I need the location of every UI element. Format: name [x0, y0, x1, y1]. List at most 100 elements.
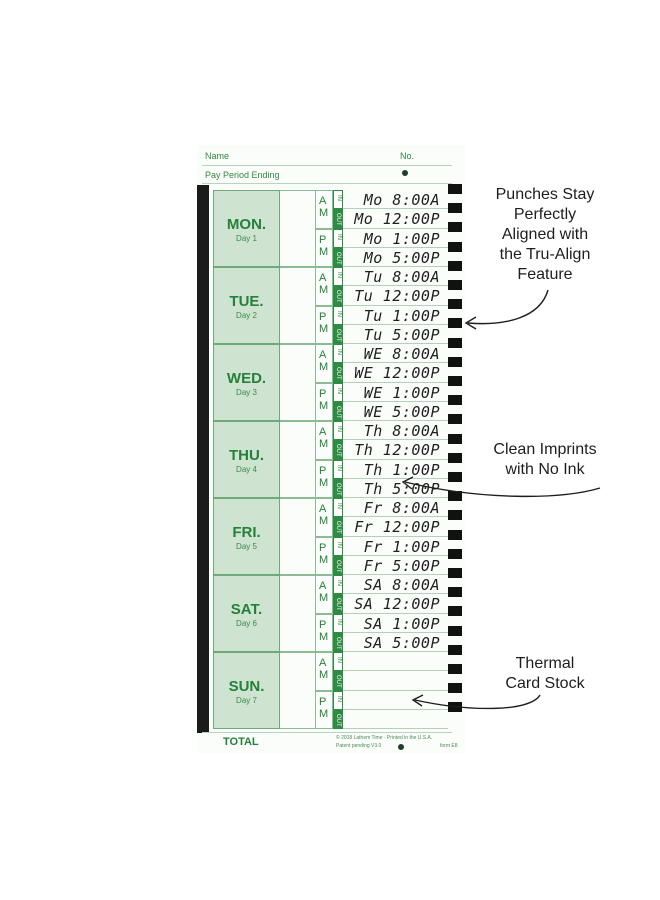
punch-slot: Mo 12:00P — [343, 209, 448, 229]
punch-slot: Fr 8:00A — [343, 498, 448, 518]
day-cell: TUE. Day 2 — [213, 267, 280, 344]
day-cell: SUN. Day 7 — [213, 652, 280, 729]
in-label: IN — [333, 498, 343, 518]
alignment-tick — [448, 376, 462, 386]
day-number: Day 4 — [236, 464, 257, 474]
arrow-punches-head — [464, 316, 477, 330]
pm-p: P — [319, 618, 327, 631]
in-label: IN — [333, 190, 343, 210]
hours-cell — [280, 498, 316, 575]
punch-slot: Th 5:00P — [343, 479, 448, 498]
day-cell: FRI. Day 5 — [213, 498, 280, 575]
arrow-thermal-head — [411, 694, 424, 707]
punch-imprint: Fr 5:00P — [363, 556, 440, 575]
punch-imprint: Tu 8:00A — [363, 268, 440, 286]
punch-slot: Th 1:00P — [343, 460, 448, 479]
pm-p: P — [319, 233, 327, 246]
in-label: IN — [333, 613, 343, 633]
punch-slot: Tu 12:00P — [343, 286, 448, 306]
out-label: OUT — [333, 401, 343, 421]
punch-imprint: WE 8:00A — [363, 345, 440, 363]
alignment-tick — [448, 472, 462, 482]
punch-imprint: Mo 12:00P — [354, 210, 440, 229]
day-cell: WED. Day 3 — [213, 344, 280, 421]
punch-slot: SA 12:00P — [343, 594, 448, 614]
day-name: FRI. — [232, 523, 261, 541]
am-cell: A M — [316, 575, 333, 614]
punch-slot: Th 8:00A — [343, 421, 448, 441]
day-number: Day 7 — [236, 695, 257, 705]
out-label: OUT — [333, 286, 343, 306]
am-cell: A M — [316, 498, 333, 537]
in-label: IN — [333, 459, 343, 479]
punch-imprint: WE 1:00P — [363, 383, 440, 402]
day-name: SAT. — [230, 600, 263, 618]
arrow-clean — [404, 481, 601, 498]
am-m: M — [319, 361, 329, 373]
header-divider — [202, 183, 452, 184]
alignment-tick — [448, 702, 462, 713]
punch-slot: Fr 5:00P — [343, 556, 448, 575]
in-label: IN — [333, 690, 343, 710]
day-name: TUE. — [229, 292, 264, 310]
day-number: Day 2 — [236, 310, 257, 320]
in-label: IN — [333, 344, 343, 364]
punch-imprint: Th 8:00A — [363, 422, 440, 440]
punch-slot: SA 8:00A — [343, 575, 448, 595]
out-label: OUT — [333, 324, 343, 344]
punch-imprint: Tu 12:00P — [354, 287, 440, 306]
pm-m: M — [319, 399, 329, 412]
punch-slot: WE 8:00A — [343, 344, 448, 364]
day-number: Day 1 — [236, 233, 257, 243]
punch-slot: Mo 8:00A — [343, 190, 448, 210]
am-a: A — [319, 657, 327, 669]
total-divider — [202, 732, 452, 733]
out-label: OUT — [333, 632, 343, 652]
out-label: OUT — [333, 517, 343, 537]
in-label: IN — [333, 382, 343, 402]
in-label: IN — [333, 305, 343, 325]
punch-imprint: SA 5:00P — [363, 633, 440, 652]
punch-imprint: Mo 5:00P — [363, 248, 440, 267]
am-a: A — [319, 272, 327, 284]
alignment-tick — [448, 568, 462, 578]
punch-imprint: Mo 1:00P — [363, 229, 440, 248]
am-a: A — [319, 195, 327, 207]
day-cell: SAT. Day 6 — [213, 575, 280, 652]
alignment-tick — [448, 299, 462, 310]
alignment-tick — [448, 664, 462, 674]
am-m: M — [319, 284, 329, 296]
punch-slot: SA 1:00P — [343, 614, 448, 633]
in-label: IN — [333, 652, 343, 672]
card-edge-strip — [197, 185, 209, 733]
alignment-tick — [448, 318, 462, 329]
hole-dot — [398, 744, 404, 750]
punch-imprint: Th 1:00P — [363, 460, 440, 479]
punch-imprint: SA 8:00A — [363, 576, 440, 594]
pm-p: P — [319, 464, 327, 477]
punch-slot — [343, 691, 448, 710]
arrow-punches — [467, 289, 549, 325]
out-label: OUT — [333, 247, 343, 267]
punch-imprint: Tu 1:00P — [363, 306, 440, 325]
pm-cell: P M — [316, 459, 333, 498]
punch-imprint: Fr 12:00P — [354, 518, 440, 537]
pm-p: P — [319, 310, 327, 323]
day-cell: MON. Day 1 — [213, 190, 280, 267]
punch-imprint: Th 12:00P — [354, 441, 440, 460]
punch-imprint: Fr 8:00A — [363, 499, 440, 517]
am-cell: A M — [316, 267, 333, 306]
hours-cell — [280, 190, 316, 267]
am-m: M — [319, 207, 329, 219]
alignment-tick — [448, 625, 462, 636]
alignment-tick — [448, 356, 462, 367]
footer-patent: Patent pending V3.0 — [336, 743, 382, 749]
pm-m: M — [319, 245, 329, 258]
out-label: OUT — [333, 594, 343, 614]
am-a: A — [319, 503, 327, 515]
out-label: OUT — [333, 709, 343, 729]
punch-slot: WE 1:00P — [343, 383, 448, 402]
am-a: A — [319, 426, 327, 438]
punch-slot: Mo 1:00P — [343, 229, 448, 248]
